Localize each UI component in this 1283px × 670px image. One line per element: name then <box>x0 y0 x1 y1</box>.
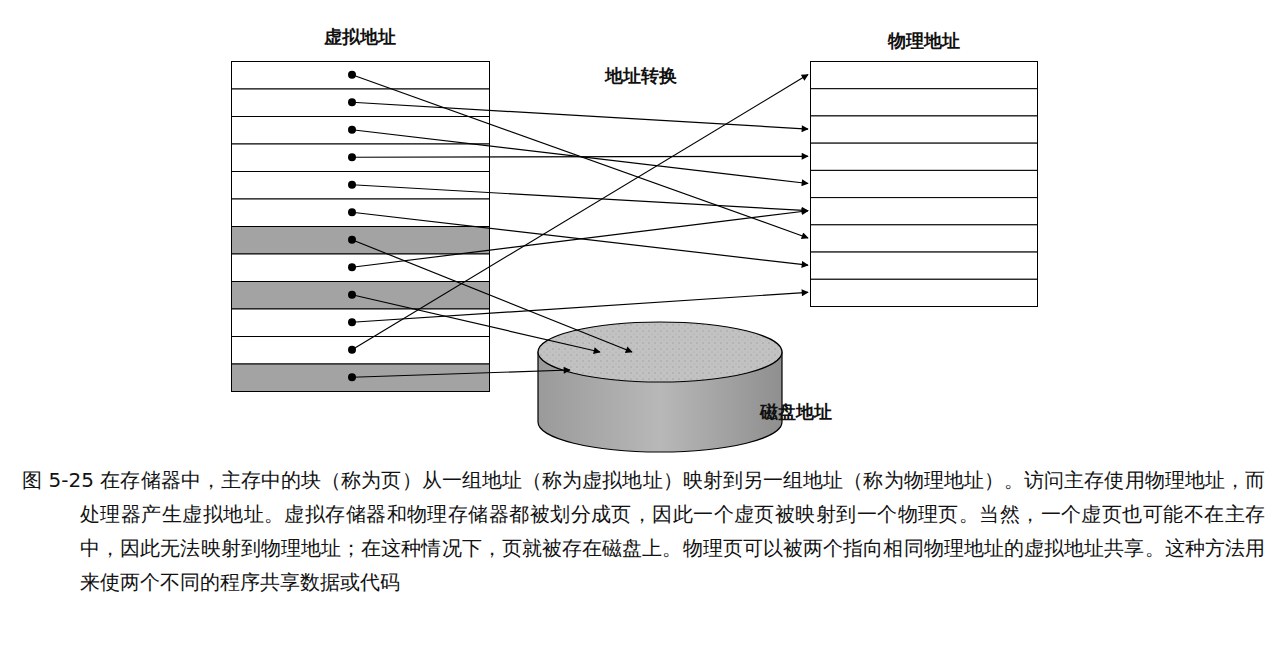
mapping-arrow <box>352 370 570 377</box>
page-dot <box>348 263 356 271</box>
mapping-arrow <box>352 240 632 352</box>
virtual-page <box>232 227 490 255</box>
virtual-page <box>232 309 490 337</box>
page-dot <box>348 236 356 244</box>
physical-page <box>811 198 1038 225</box>
physical-page <box>811 170 1038 197</box>
page-dot <box>348 291 356 299</box>
page-dot <box>348 318 356 326</box>
page-dots <box>348 71 356 382</box>
mapping-arrow <box>352 156 808 158</box>
mapping-arrow <box>352 211 808 268</box>
virtual-page <box>232 337 490 365</box>
physical-address-column: 物理地址 <box>810 61 1037 306</box>
address-heading: 虚拟地址 <box>324 25 396 49</box>
physical-page <box>811 225 1038 252</box>
disk: 磁盘地址 <box>538 322 782 452</box>
virtual-page <box>232 254 490 282</box>
physical-page <box>811 252 1038 279</box>
physical-page-rows <box>811 62 1038 307</box>
page-dot <box>348 208 356 216</box>
mapping-arrow <box>352 130 808 184</box>
mapping-arrow <box>352 185 808 211</box>
page-dot <box>348 71 356 79</box>
page-dot <box>348 153 356 161</box>
virtual-page <box>232 364 490 392</box>
mapping-arrow <box>352 295 600 352</box>
virtual-address-column: 虚拟地址 <box>231 61 489 391</box>
address-heading: 物理地址 <box>888 29 960 53</box>
mapping-arrow <box>352 75 808 238</box>
virtual-page-rows <box>232 62 490 392</box>
physical-page <box>811 89 1038 116</box>
page-dot <box>348 126 356 134</box>
page-dot <box>348 98 356 106</box>
page-dot <box>348 181 356 189</box>
page-dot <box>348 346 356 354</box>
figure-caption: 图 5-25 在存储器中，主存中的块（称为页）从一组地址（称为虚拟地址）映射到另… <box>22 463 1265 599</box>
page-dot <box>348 373 356 381</box>
physical-page <box>811 143 1038 170</box>
physical-page <box>811 62 1038 89</box>
disk-cylinder <box>538 322 782 452</box>
physical-page <box>811 279 1038 306</box>
mapping-arrow <box>352 75 808 350</box>
virtual-page <box>232 62 490 90</box>
annotation-label: 地址转换 <box>602 64 680 88</box>
mapping-arrow <box>352 292 808 322</box>
virtual-page <box>232 282 490 310</box>
address-heading: 磁盘地址 <box>760 400 832 424</box>
physical-page <box>811 116 1038 143</box>
